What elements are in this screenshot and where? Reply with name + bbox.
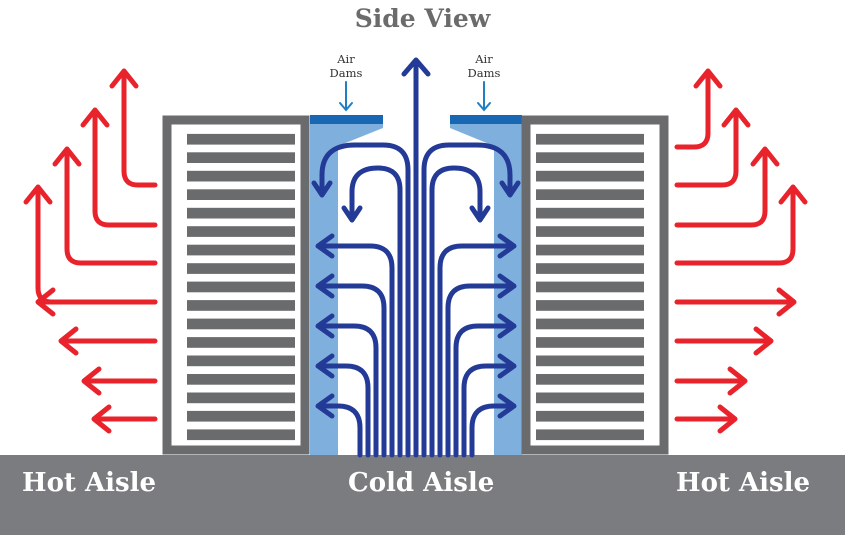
air-dam-label-left: Air Dams — [306, 52, 386, 80]
page-title: Side View — [354, 4, 491, 33]
rack-vent-slat — [187, 337, 295, 348]
rack-vent-slat — [187, 133, 295, 145]
rack-vent-slat — [187, 170, 295, 182]
rack-vent-slat — [536, 226, 644, 237]
rack-vent-slat — [187, 429, 295, 441]
hot-airflow-right — [674, 68, 808, 434]
rack-vent-slat — [536, 170, 644, 182]
cold-aisle-label: Cold Aisle — [348, 468, 495, 498]
rack-vent-slat — [187, 226, 295, 237]
rack-vent-slat — [536, 133, 644, 145]
containment-top-right — [450, 118, 522, 146]
rack-vent-slat — [536, 392, 644, 404]
rack-vent-slat — [536, 374, 644, 385]
rack-vent-slat — [187, 189, 295, 200]
rack-vent-slat — [536, 300, 644, 311]
rack-vents-right — [536, 133, 644, 441]
air-dam-label-line2: Dams — [329, 66, 363, 80]
cold-airflow — [311, 57, 521, 458]
rack-vent-slat — [187, 355, 295, 367]
rack-vent-slat — [187, 207, 295, 219]
rack-vent-slat — [187, 410, 295, 422]
rack-vent-slat — [536, 429, 644, 441]
rack-vent-slat — [536, 318, 644, 330]
rack-vents-left — [187, 133, 295, 441]
hot-aisle-label-right: Hot Aisle — [676, 468, 811, 498]
floor — [0, 455, 845, 535]
rack-vent-slat — [187, 281, 295, 293]
rack-vent-slat — [187, 392, 295, 404]
hot-airflow-left — [23, 68, 158, 434]
air-dam-label-right: Air Dams — [444, 52, 524, 80]
hot-aisle-label-left: Hot Aisle — [22, 468, 157, 498]
air-dam-pointer-right — [477, 81, 491, 112]
rack-vent-slat — [536, 263, 644, 274]
air-dam-pointer-left — [339, 81, 353, 112]
rack-vent-slat — [187, 152, 295, 163]
rack-vent-slat — [536, 189, 644, 200]
rack-vent-slat — [187, 263, 295, 274]
rack-vent-slat — [536, 207, 644, 219]
rack-vent-slat — [187, 374, 295, 385]
rack-vent-slat — [536, 337, 644, 348]
containment-top-left — [310, 118, 383, 146]
rack-vent-slat — [187, 318, 295, 330]
air-dam-right — [450, 115, 522, 124]
rack-vent-slat — [536, 152, 644, 163]
air-dam-label-line2: Dams — [467, 66, 501, 80]
rack-vent-slat — [536, 244, 644, 256]
air-dam-label-line1: Air — [475, 52, 493, 66]
rack-vent-slat — [536, 410, 644, 422]
rack-vent-slat — [536, 281, 644, 293]
rack-vent-slat — [187, 244, 295, 256]
air-dam-left — [310, 115, 383, 124]
air-dam-label-line1: Air — [337, 52, 355, 66]
rack-vent-slat — [187, 300, 295, 311]
rack-vent-slat — [536, 355, 644, 367]
